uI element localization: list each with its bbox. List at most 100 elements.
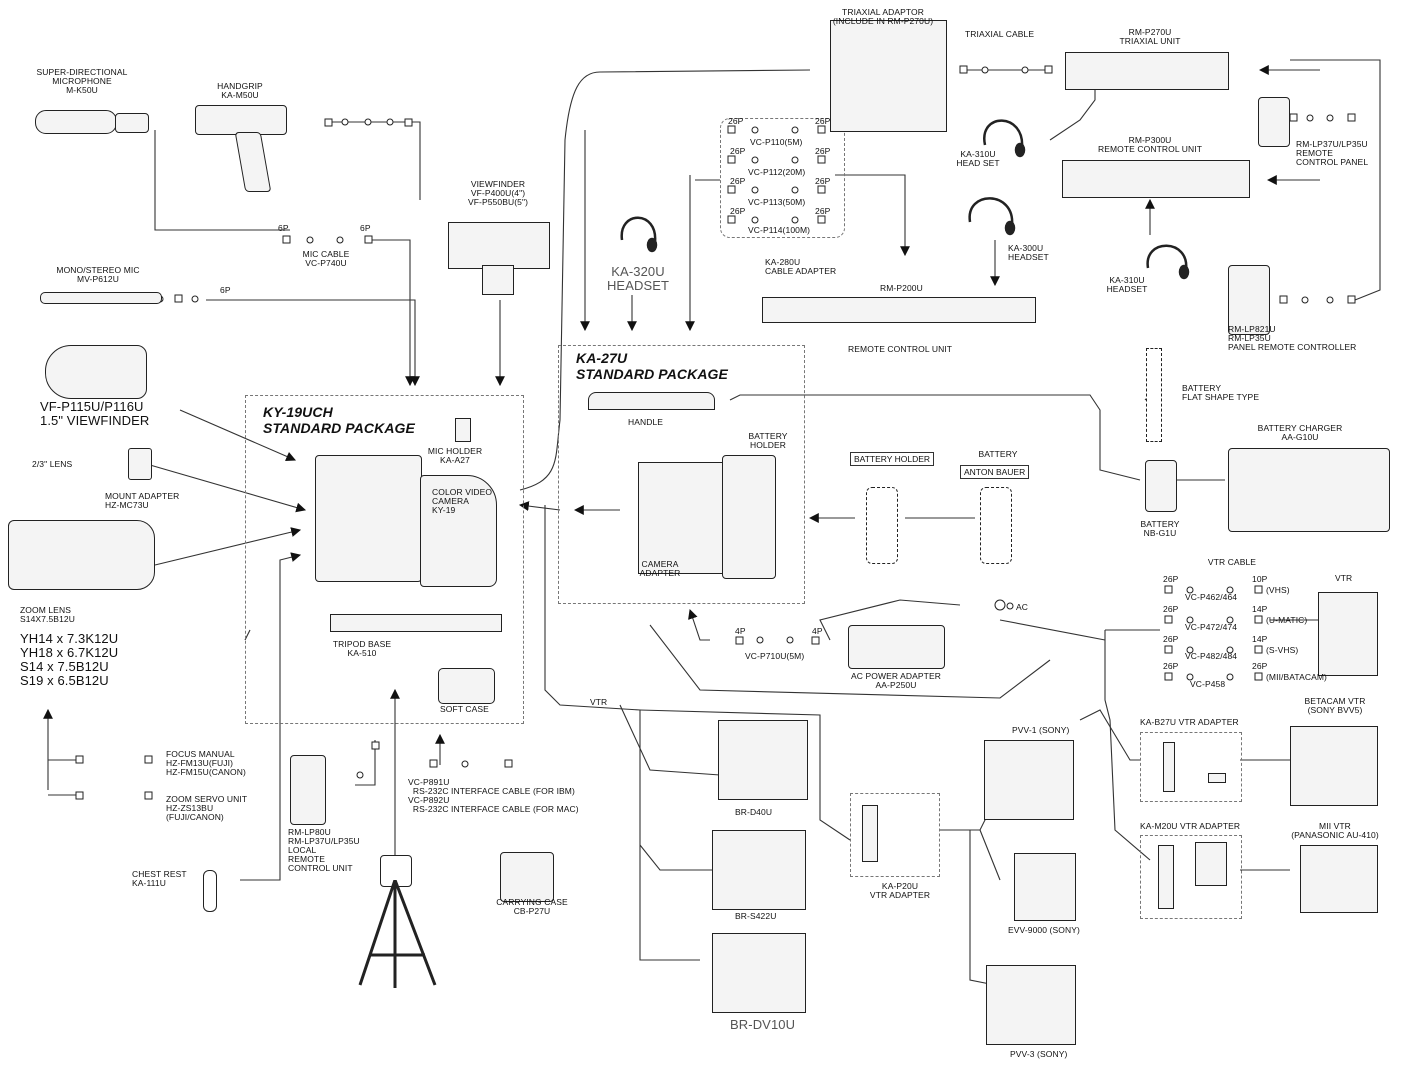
label-rm-lp80: RM-LP80U RM-LP37U/LP35U LOCAL REMOTE CON… [288,827,360,873]
ka-m20u-box [1140,835,1242,919]
label-pin-left-1: 26P [1163,574,1179,584]
label-ka310-a: KA-310U HEAD SET [956,149,1000,168]
label-triaxial-cable: TRIAXIAL CABLE [965,29,1035,39]
label-battery-holder: BATTERY HOLDER [748,431,788,450]
label-battery-anton: ANTON BAUER [960,465,1030,479]
evv9000-shape [1014,853,1076,921]
label-battery-charger: BATTERY CHARGER AA-G10U [1257,423,1343,442]
carrying-case-shape [500,852,554,902]
camera-adapter-shape [638,462,725,574]
label-vc-p472: VC-P472/474 [1185,622,1238,632]
label-super-mic: SUPER-DIRECTIONAL MICROPHONE M-K50U [36,67,128,95]
ka-p20u-shape [862,805,878,862]
label-remote-control-unit: REMOTE CONTROL UNIT [848,344,953,354]
viewfinder-shape [448,222,550,269]
battery-charger-shape [1228,448,1390,532]
camera-body-shape [315,455,422,582]
label-vtr-cable: VTR CABLE [1207,557,1257,567]
label-vc-p462: VC-P462/464 [1185,592,1238,602]
label-mii-betacam: (MII/BATACAM) [1266,672,1327,682]
label-pin-left-4: 26P [1163,661,1179,671]
zoom-lens-shape [8,520,155,590]
ka-m20u-shape-2 [1195,842,1227,886]
ka27-package-box [558,345,805,604]
pvv1-shape [984,740,1074,820]
label-26p-2: 26P [815,116,831,126]
rm-p200u-shape [762,297,1036,323]
label-carrying-case: CARRYING CASE CB-P27U [496,897,568,916]
label-zoom-models: YH14 x 7.3K12U YH18 x 6.7K12U S14 x 7.5B… [20,631,119,688]
label-evv9000: EVV-9000 (SONY) [1008,925,1080,935]
label-ka310-b: KA-310U HEADSET [1106,275,1148,294]
label-ac-power: AC POWER ADAPTER AA-P250U [851,671,941,690]
mic-holder-shape [455,418,471,442]
label-br-d40u: BR-D40U [735,807,773,817]
label-pin-4p-a: 4P [735,626,746,636]
label-pin-right-3: 14P [1252,634,1268,644]
label-battery-flat: BATTERY FLAT SHAPE TYPE [1182,383,1260,402]
rm-lp821-shape [1228,265,1270,335]
br-d40u-shape [718,720,808,800]
ka-b27u-shape-2 [1208,773,1226,783]
label-ka-p20u: KA-P20U VTR ADAPTER [869,881,931,900]
label-mic-holder: MIC HOLDER KA-A27 [427,446,483,465]
label-soft-case: SOFT CASE [440,704,489,714]
label-pin-6p-b: 6P [360,223,371,233]
br-s422u-shape [712,830,806,910]
vtr-shape [1318,592,1378,676]
label-pin-right-1: 10P [1252,574,1268,584]
label-ka300: KA-300U HEADSET [1008,243,1049,262]
handle-shape [588,392,715,410]
label-focus-manual: FOCUS MANUAL HZ-FM13U(FUJI) HZ-FM15U(CAN… [166,749,246,777]
label-triaxial-adaptor: TRIAXIAL ADAPTOR (INCLUDE IN RM-P270U) [832,7,934,26]
ac-power-adapter-shape [848,625,945,669]
line-handgrip [330,121,421,200]
super-mic-clip [115,113,149,133]
label-vtr: VTR [590,697,608,707]
label-ka280: KA-280U CABLE ADAPTER [765,257,837,276]
label-mii: MII VTR (PANASONIC AU-410) [1291,821,1379,840]
label-vc-p110: VC-P110(5m) [750,137,803,147]
label-tripod-base: TRIPOD BASE KA-510 [332,639,392,658]
label-vc-p113: VC-P113(50m) [748,197,806,207]
label-26p-3: 26P [730,146,746,156]
label-vc-p482: VC-P482/484 [1185,651,1238,661]
ka-p20u-box [850,793,940,877]
triaxial-adaptor-shape [830,20,947,132]
br-dv10u-shape [712,933,806,1013]
label-rm-p300: RM-P300U REMOTE CONTROL UNIT [1097,135,1203,154]
label-ac: AC [1016,602,1029,612]
label-chest-rest: CHEST REST KA-111U [132,869,187,888]
label-pvv1: PVV-1 (SONY) [1012,725,1070,735]
label-pin-6p-c: 6P [220,285,231,295]
label-rm-p200: RM-P200U [880,283,923,293]
mono-mic-shape [40,292,162,304]
label-vf-p115: VF-P115U/P116U 1.5" VIEWFINDER [40,399,150,428]
rm-lp37-shape [1258,97,1290,147]
ka-m20u-shape [1158,845,1174,909]
label-rs232: VC-P891U RS-232C INTERFACE CABLE (FOR IB… [408,777,579,814]
rm-p270u-shape [1065,52,1229,90]
anton-bauer-shape [980,487,1012,564]
label-battery-nb: BATTERY NB-G1U [1140,519,1180,538]
battery-holder-box-shape [866,487,898,564]
label-br-s422u: BR-S422U [735,911,777,921]
label-vhs: (VHS) [1266,585,1290,595]
pvv3-shape [986,965,1076,1045]
mount-adapter-shape [128,448,152,480]
ka27-package-title: KA-27U STANDARD PACKAGE [576,350,728,382]
label-zoom-servo: ZOOM SERVO UNIT HZ-ZS13BU (FUJI/CANON) [166,794,248,822]
label-pin-left-3: 26P [1163,634,1179,644]
betacam-shape [1290,726,1378,806]
label-handgrip: HANDGRIP KA-M50U [217,81,263,100]
label-rm-lp821: RM-LP821U RM-LP35U PANEL REMOTE CONTROLL… [1228,324,1357,352]
ka-b27u-box [1140,732,1242,802]
label-color-camera: COLOR VIDEO CAMERA KY-19 [432,487,493,515]
label-rm-lp37: RM-LP37U/LP35U REMOTE CONTROL PANEL [1296,139,1369,167]
label-battery-anton-top: BATTERY [978,449,1018,459]
label-vc-p112: VC-P112(20m) [748,167,806,177]
label-camera-adapter: CAMERA ADAPTER [639,559,681,578]
label-zoom-lens: ZOOM LENS S14X7.5B12U [20,605,75,624]
battery-holder-shape [722,455,776,579]
